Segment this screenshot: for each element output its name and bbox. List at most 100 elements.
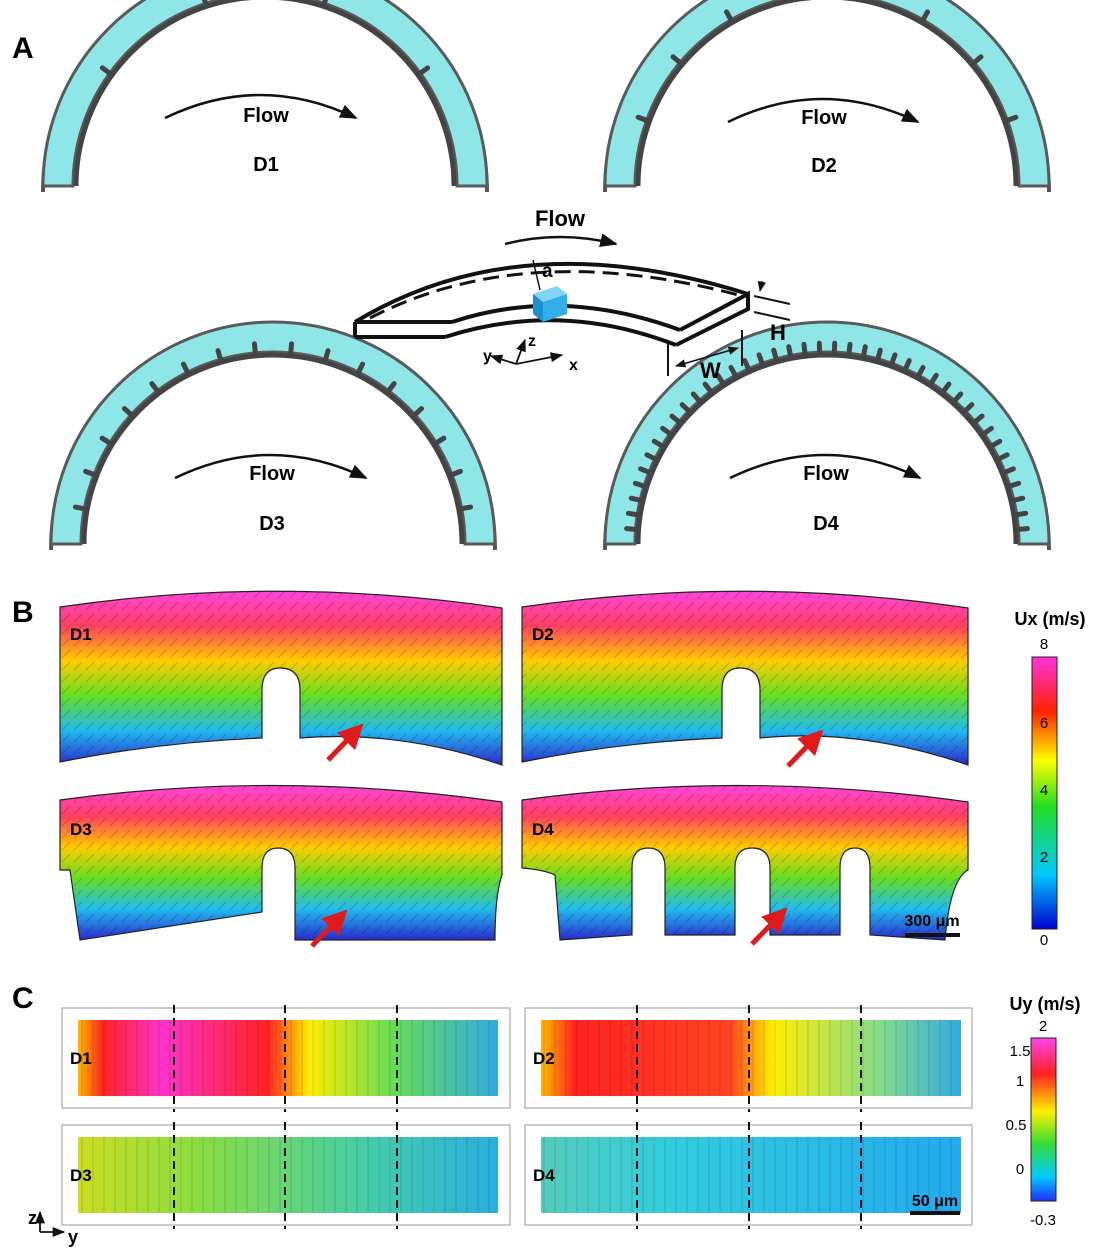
arch-obstacle (624, 526, 641, 532)
axis-triad (489, 338, 564, 365)
arch-obstacle (385, 381, 397, 395)
schematic-inner-bottom (444, 318, 677, 347)
arch-obstacle (1005, 480, 1022, 490)
schematic-flow-label: Flow (535, 206, 586, 231)
velocity-field-b-d4 (521, 784, 969, 941)
flow-label-d4: Flow (803, 463, 849, 485)
flow-arrow-d4 (729, 453, 922, 480)
arch-obstacle (979, 425, 994, 438)
arch-obstacle (416, 65, 431, 77)
schematic-dashed-wall (369, 270, 743, 320)
arch-obstacle (72, 504, 89, 512)
obstacle-block (533, 286, 567, 322)
dim-a-label: a (542, 261, 553, 282)
axis-y-label: y (483, 348, 492, 365)
arch-obstacle (121, 406, 136, 419)
arch-obstacle (970, 54, 984, 67)
flow-arrow-d3 (174, 453, 368, 480)
velocity-field-b-d1 (59, 590, 503, 766)
section-lines-c (173, 1005, 862, 1229)
schematic-flow-arrow (504, 233, 618, 247)
arch-device-d1 (41, 0, 489, 193)
schematic-right-end (675, 290, 750, 347)
flow-label-d1: Flow (243, 105, 289, 127)
vortex-arrow-b-d2 (786, 729, 824, 768)
panel-a-letter: A (12, 32, 34, 65)
arch-inner-wall (81, 352, 465, 545)
device-label-b-d1: D1 (70, 625, 92, 644)
velocity-field-b-d3 (59, 784, 503, 941)
colorbar-b (1031, 656, 1058, 930)
velocity-field-b-d2 (521, 590, 969, 766)
arch-obstacle (288, 341, 295, 358)
arch-obstacle (888, 352, 898, 368)
axis-z-label: z (528, 333, 536, 350)
arch-obstacle (625, 510, 642, 518)
arch-obstacle (715, 372, 727, 388)
arch-obstacle (724, 9, 735, 24)
dim-a-line (532, 259, 541, 291)
vortex-arrow-b-d4 (750, 907, 788, 946)
device-label-c-d1: D1 (70, 1049, 92, 1068)
arch-obstacle (902, 358, 912, 374)
arch-obstacle (215, 348, 224, 364)
arch-obstacle (651, 438, 667, 450)
device-label-a-d1: D1 (253, 154, 279, 176)
colorbar-b-tick: 6 (1040, 715, 1048, 732)
arch-obstacle (927, 372, 939, 388)
arch-channel (49, 320, 497, 546)
arch-obstacle (321, 0, 329, 8)
vortex-arrow-b-d1 (326, 723, 364, 762)
arch-obstacle (679, 402, 693, 415)
device-label-c-d4: D4 (533, 1166, 555, 1185)
scale-bar-c-label: 50 μm (912, 1193, 958, 1210)
flow-arrow-d2 (727, 97, 920, 124)
arch-inner-wall (73, 0, 457, 187)
colorbar-b-tick: 8 (1040, 636, 1048, 653)
colorbar-b-tick: 0 (1040, 932, 1048, 949)
arch-obstacle (728, 364, 739, 380)
dim-h-tick-top (753, 295, 791, 305)
arch-obstacle (801, 341, 808, 358)
colorbar-c-title: Uy (m/s) (1009, 994, 1080, 1014)
axis-c-y-label: y (68, 1227, 78, 1247)
arch-obstacle (939, 381, 952, 396)
colorbar-c-tick: 2 (1039, 1018, 1047, 1035)
scale-bar-b-label: 300 μm (904, 913, 959, 930)
arch-obstacle (874, 347, 883, 364)
arch-obstacle (690, 391, 704, 405)
colorbar-b-title: Ux (m/s) (1014, 609, 1085, 629)
colorbar-b-tick: 4 (1040, 782, 1048, 799)
arch-obstacle (786, 344, 794, 360)
arch-inner-wall (635, 0, 1019, 187)
arch-obstacle (83, 468, 99, 478)
arch-device-d2 (603, 0, 1051, 193)
velocity-field-c-d4 (524, 1124, 973, 1226)
arch-obstacle (201, 0, 209, 8)
arch-obstacle (1012, 510, 1029, 518)
arch-obstacle (632, 480, 649, 490)
arch-obstacle (860, 344, 868, 360)
colorbar-c-tick: 1.5 (1010, 1043, 1031, 1060)
device-label-c-d2: D2 (533, 1049, 555, 1068)
arch-obstacle (994, 452, 1010, 463)
arch-obstacle (180, 361, 191, 377)
dim-w-arrow (674, 346, 740, 368)
vortex-arrow-b-d3 (310, 909, 348, 948)
arch-obstacle (702, 381, 715, 396)
arch-obstacle (915, 364, 926, 380)
arch-device-d3 (49, 320, 497, 551)
arch-obstacle (251, 341, 258, 358)
arch-obstacle (756, 352, 766, 368)
arch-obstacle (669, 413, 683, 426)
dim-h-arrow (757, 280, 766, 293)
arch-obstacle (1009, 495, 1026, 504)
arch-channel (603, 0, 1051, 188)
arch-obstacle (950, 391, 964, 405)
arch-obstacle (961, 402, 975, 415)
arch-obstacle (660, 425, 675, 438)
colorbar-c-ticks: 21.510.50-0.3 (1006, 1018, 1056, 1229)
device-label-c-d3: D3 (70, 1166, 92, 1185)
